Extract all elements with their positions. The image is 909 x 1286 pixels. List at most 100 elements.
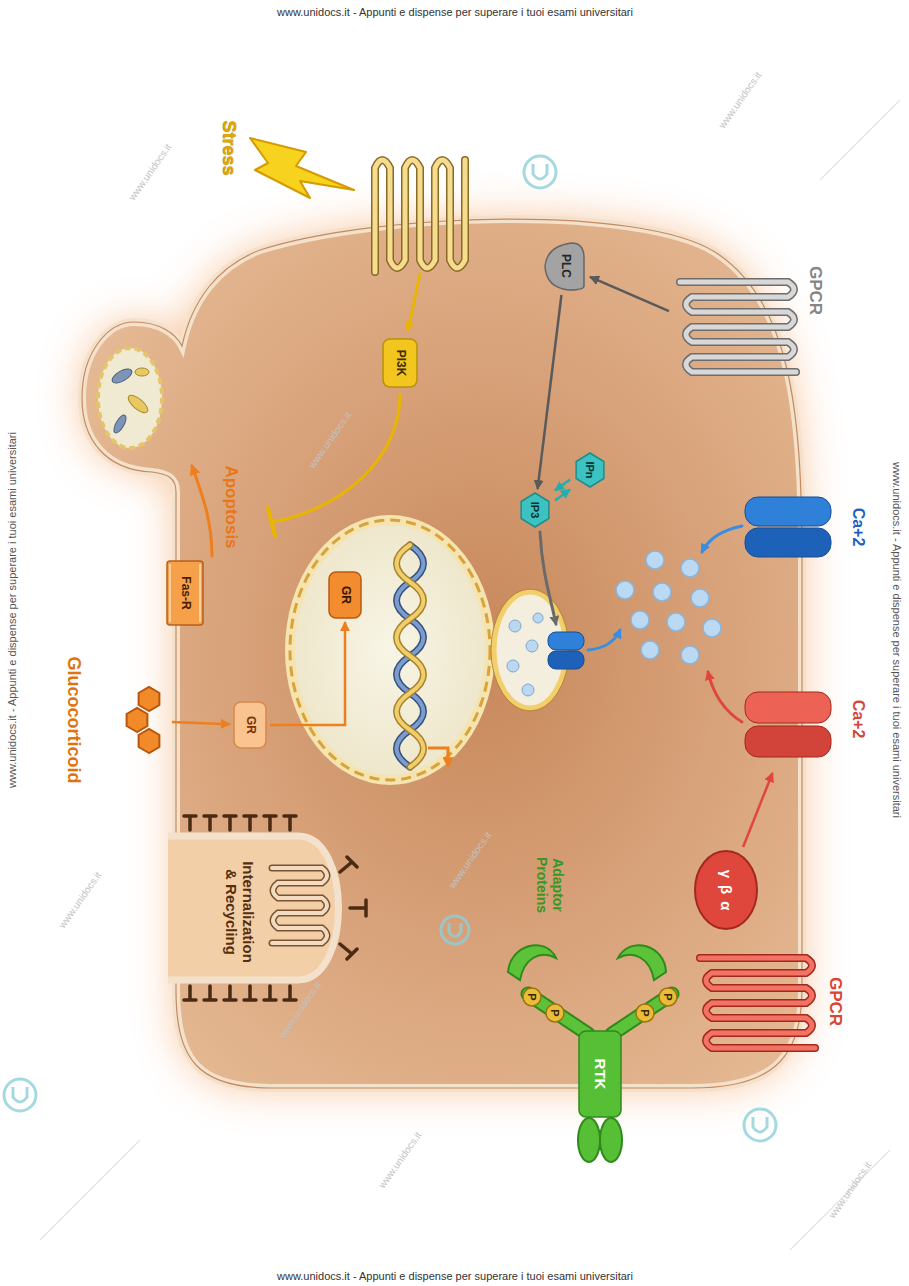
connector-arrow	[590, 277, 669, 311]
node-text: P	[526, 993, 539, 1000]
watermark-line	[40, 1140, 140, 1240]
phosphate-circle-outline	[659, 988, 677, 1006]
receptor-label: GPCR	[672, 262, 827, 430]
watermark-text: www.unidocs.it	[56, 870, 103, 931]
node-text: β	[717, 885, 734, 894]
watermark-text: www.unidocs.it	[716, 70, 763, 131]
node-text: Glucocorticoid	[63, 656, 84, 783]
dna-helix	[397, 545, 424, 767]
text-holder: P	[545, 1003, 565, 1023]
text-holder: P	[658, 987, 678, 1007]
receptor-box-outline	[579, 1031, 621, 1117]
cell-glow	[82, 219, 802, 1088]
node-text: Fas-R	[178, 576, 192, 609]
er-vesicle	[548, 651, 584, 669]
node-text: Ca+2	[849, 700, 867, 739]
receptor-box-outline	[167, 561, 203, 625]
phosphate-circle-outline	[546, 1004, 564, 1022]
text-holder: RTK	[578, 1030, 622, 1118]
endocytic-pit	[184, 816, 366, 1000]
node-text: IPn	[584, 461, 597, 478]
calcium-channel	[745, 528, 831, 557]
rtk-arms	[528, 994, 672, 1034]
rtk-arms	[528, 994, 672, 1162]
text-holder: GR	[328, 571, 362, 619]
phosphate-circle: P	[635, 1003, 655, 1023]
text-holder: γβα	[694, 850, 758, 930]
watermark-text: www.unidocs.it	[306, 410, 353, 471]
er-vesicle	[507, 660, 519, 672]
phosphate-circle: P	[658, 987, 678, 1007]
text-holder: Ca+2	[739, 482, 869, 572]
text-holder: Glucocorticoid	[61, 648, 169, 792]
lightning-bolt	[250, 138, 354, 198]
text-holder: GPCR	[697, 945, 847, 1058]
rtk-arms	[578, 1118, 600, 1162]
gpcr-receptor	[680, 282, 796, 372]
watermark-line	[820, 100, 900, 180]
phosphate-circle-outline	[659, 988, 677, 1006]
channel-label-shape	[739, 482, 869, 572]
receptor-label-shape	[672, 262, 827, 430]
endocytic-pit	[272, 868, 327, 943]
channel-label-shape	[719, 668, 869, 770]
enzyme-box: PLC	[543, 240, 587, 292]
watermark-line	[790, 1150, 890, 1250]
signal-arrow	[540, 532, 556, 624]
signal-arrow	[192, 274, 742, 722]
text-holder: GR	[233, 701, 267, 749]
connector-arrow	[172, 722, 230, 724]
stress-receptor	[375, 160, 465, 272]
process-label: Internalization & Recycling	[222, 858, 256, 966]
receptor-box-outline	[169, 564, 171, 622]
connector-arrow	[743, 773, 772, 847]
text-holder: Ca+2	[719, 668, 869, 770]
text-holder: PLC	[543, 240, 587, 292]
channel-label: Ca+2	[739, 482, 869, 572]
messenger-hexagon: IP3	[518, 492, 552, 528]
watermark-logo	[744, 1109, 776, 1141]
watermark-logo	[449, 923, 461, 937]
adaptor-protein	[508, 945, 556, 980]
messenger-hexagon-outline	[576, 453, 604, 487]
hormone-molecule-outline	[127, 708, 148, 732]
messenger-hexagon: IPn	[573, 452, 607, 488]
apoptotic-bleb	[98, 348, 162, 448]
calcium-ions	[703, 619, 721, 637]
connector-arrow	[555, 489, 570, 500]
watermark-text: www.unidocs.it	[446, 830, 493, 891]
adaptor-protein	[508, 945, 666, 980]
er-vesicle	[526, 640, 538, 652]
stress-receptor	[375, 160, 465, 272]
receptor-label-shape	[697, 945, 847, 1058]
text-holder: IP3	[518, 492, 552, 528]
watermark-logo	[524, 156, 556, 188]
signal-arrow	[268, 508, 275, 536]
apoptotic-bleb	[98, 348, 162, 448]
signal-arrow	[408, 274, 420, 330]
node-text: PI3K	[393, 350, 407, 377]
endocytic-pit	[272, 868, 327, 943]
er-vesicle	[509, 620, 521, 632]
phosphate-circle: P	[545, 1003, 565, 1023]
signal-arrow	[272, 394, 400, 522]
phosphate-circle-outline	[523, 988, 541, 1006]
dna-helix	[397, 545, 424, 767]
node-text: IP3	[529, 502, 542, 519]
watermark-logo	[441, 916, 469, 944]
g-protein: γβα	[694, 850, 758, 930]
calcium-channel	[745, 692, 831, 723]
node-text: γ	[717, 870, 734, 878]
cell-body	[82, 219, 802, 1088]
phosphate-circle-outline	[636, 1004, 654, 1022]
er-vesicle	[533, 613, 543, 623]
text-holder: GPCR	[672, 262, 827, 430]
receptor-box-outline	[329, 572, 361, 618]
watermark-text: www.unidocs.it	[826, 1160, 873, 1221]
calcium-ions	[653, 583, 671, 601]
rtk-arms	[528, 994, 672, 1034]
apoptotic-bleb	[110, 366, 134, 386]
nucleus	[428, 748, 448, 766]
text-holder: IPn	[573, 452, 607, 488]
channel-label: Ca+2	[719, 668, 869, 770]
